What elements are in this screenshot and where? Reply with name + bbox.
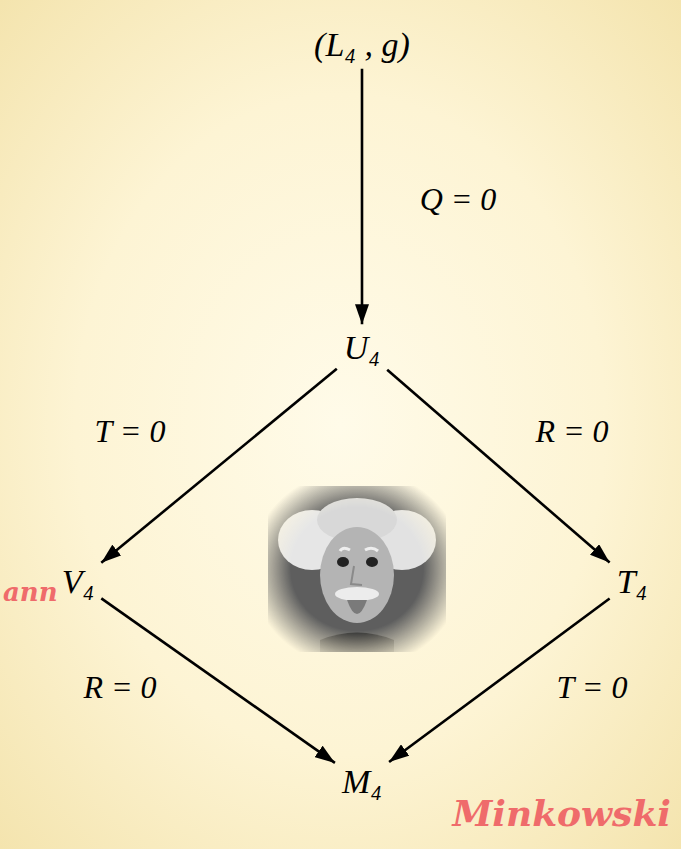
node-term: M₄ xyxy=(338,761,386,802)
portrait-photo xyxy=(268,486,446,652)
node-label: M₄ xyxy=(342,763,382,800)
edge-label: T = 0 xyxy=(95,414,166,449)
edge-label: R = 0 xyxy=(535,414,608,449)
edge-label: T = 0 xyxy=(557,670,628,705)
edge-label: R = 0 xyxy=(83,670,156,705)
node-label: T₄ xyxy=(617,563,648,600)
brow xyxy=(365,548,378,551)
arrow-connector xyxy=(387,370,609,563)
collar xyxy=(320,633,394,653)
node-label: U₄ xyxy=(344,329,380,366)
eye xyxy=(366,557,378,567)
arrow-connector xyxy=(361,69,364,325)
node-term: T₄ xyxy=(613,561,652,602)
edge-label: Q = 0 xyxy=(420,182,497,217)
watermark-label: ann xyxy=(3,578,58,607)
nose xyxy=(351,566,362,585)
eye xyxy=(337,557,349,567)
node-term: V₄ xyxy=(58,561,99,602)
arrow-connector xyxy=(101,369,337,563)
node-label: V₄ xyxy=(62,563,95,600)
node-label: (L₄ , g) xyxy=(314,26,410,63)
brow xyxy=(340,548,350,551)
mustache xyxy=(335,587,379,601)
node-term: (L₄ , g) xyxy=(310,24,414,65)
watermark-label: Minkowski xyxy=(452,794,671,834)
face xyxy=(320,527,394,623)
photo-ground xyxy=(268,486,446,652)
node-term: U₄ xyxy=(340,327,384,368)
tongue xyxy=(347,600,367,614)
